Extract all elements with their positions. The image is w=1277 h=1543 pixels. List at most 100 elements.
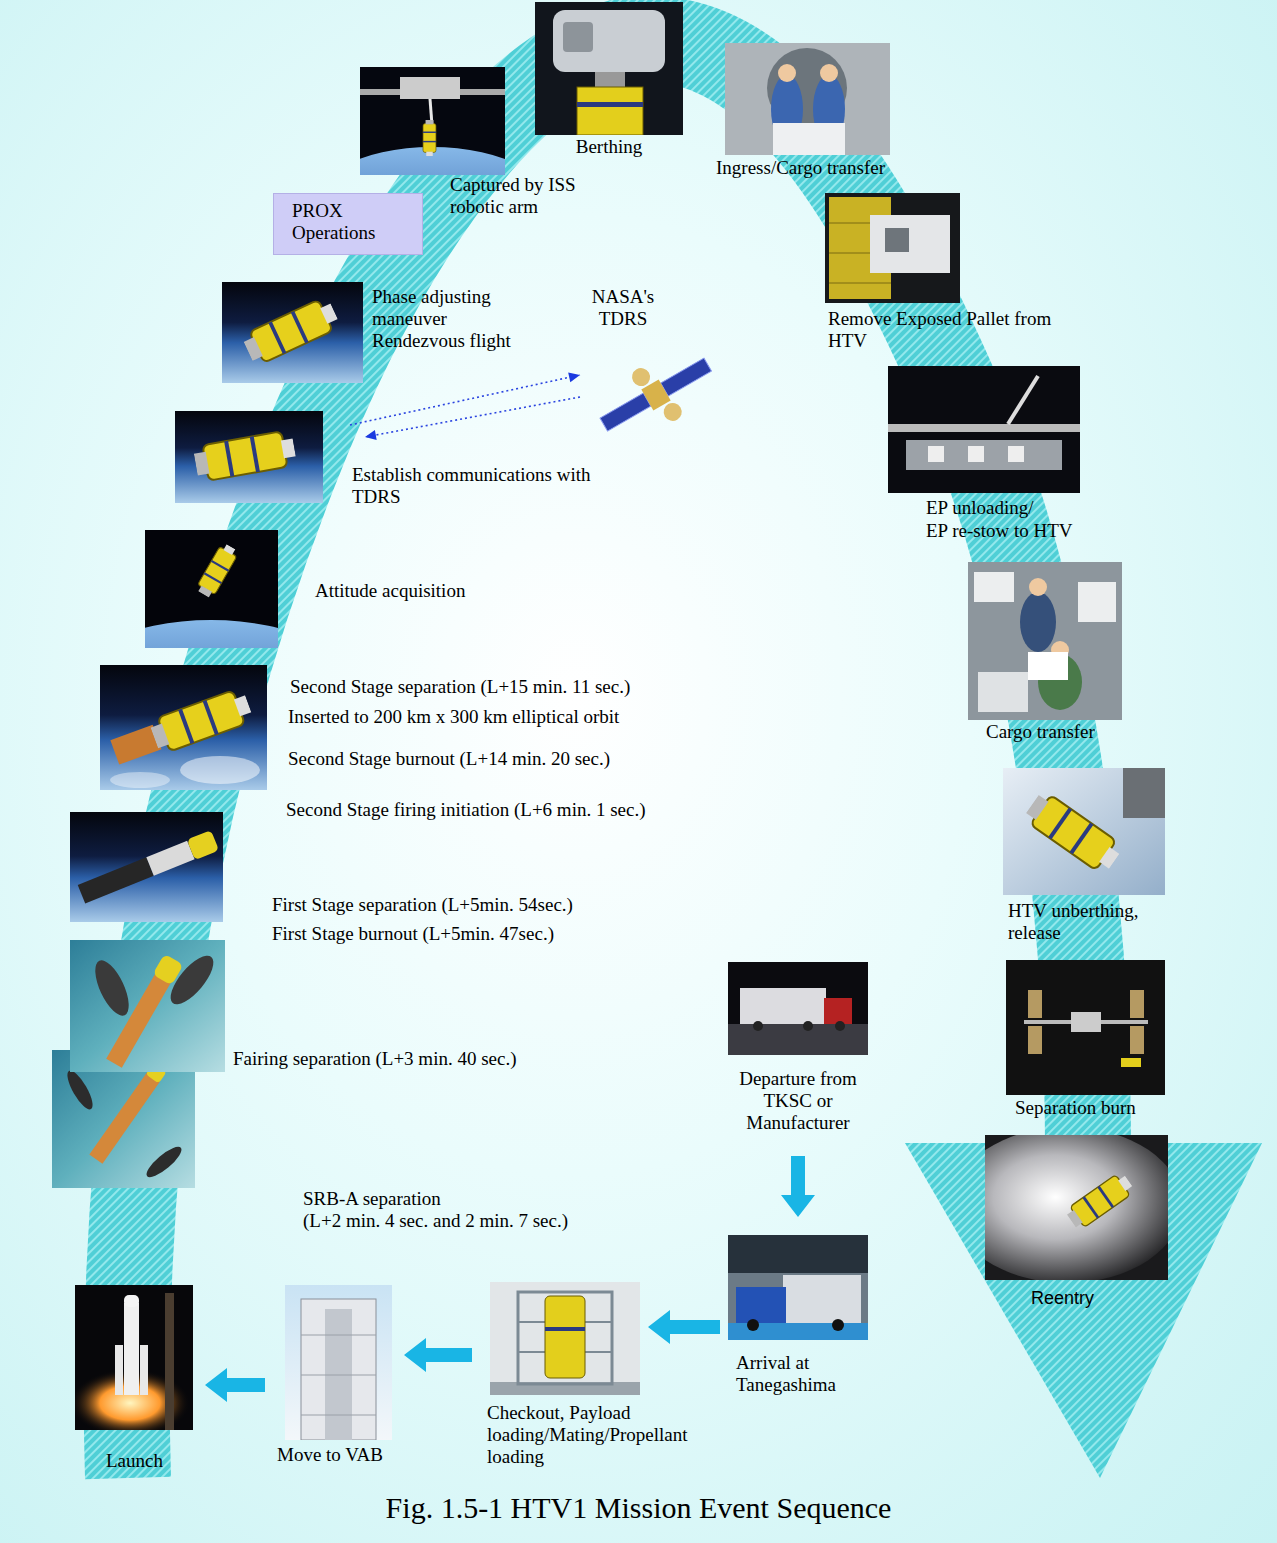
- illustration-part: [563, 22, 593, 52]
- illustration-part: [1078, 582, 1116, 622]
- photo: [1006, 960, 1165, 1095]
- illustration-part: [100, 665, 267, 790]
- photo-frame: Arrival at Tanegashima: [728, 1235, 868, 1340]
- illustration-part: [164, 949, 221, 1010]
- photo: [285, 1285, 392, 1440]
- illustration-part: [1028, 990, 1042, 1018]
- step-caption: Move to VAB: [277, 1444, 407, 1466]
- photo: [1003, 768, 1165, 895]
- illustration-part: [885, 228, 909, 252]
- illustration-part: [820, 64, 838, 82]
- photo-frame: NASA's TDRS: [592, 350, 720, 440]
- step-caption: Separation burn: [1015, 1097, 1175, 1119]
- illustration-part: [1071, 1012, 1101, 1032]
- illustration-part: [180, 756, 260, 784]
- illustration-part: [577, 102, 643, 107]
- illustration-part: [1130, 990, 1144, 1018]
- photo: [222, 282, 363, 383]
- illustration-part: [1008, 446, 1024, 462]
- illustration-part: [778, 64, 796, 82]
- illustration-part: [825, 193, 960, 303]
- illustration-part: [1020, 592, 1056, 652]
- photo-frame: Attitude acquisition: [145, 530, 278, 648]
- illustration-part: [783, 1275, 861, 1323]
- illustration-part: [660, 400, 685, 425]
- photo-frame: SRB-A separation(L+2 min. 4 sec. and 2 m…: [52, 1050, 195, 1188]
- step-caption: Arrival at Tanegashima: [736, 1352, 866, 1396]
- illustration-part: [124, 1303, 139, 1395]
- illustration-part: [577, 87, 643, 135]
- illustration-part: [1064, 1171, 1136, 1232]
- block-arrow: [648, 1310, 720, 1344]
- step-caption: Captured by ISS robotic arm: [450, 174, 600, 218]
- illustration-part: [747, 1319, 759, 1331]
- block-arrow: [781, 1156, 815, 1217]
- illustration-part: [77, 830, 219, 904]
- illustration-part: [728, 1235, 868, 1273]
- photo: [728, 962, 868, 1055]
- illustration-part: [728, 1235, 868, 1340]
- photo: [825, 193, 960, 303]
- photo-frame: Cargo transfer: [968, 562, 1122, 720]
- flow-arrow: [648, 1310, 720, 1344]
- illustration-part: [832, 1319, 844, 1331]
- illustration-part: [906, 440, 1062, 470]
- flow-arrow: [781, 1156, 815, 1217]
- photo-frame: Establish communications with TDRS: [175, 411, 323, 503]
- step-caption: Departure from TKSC or Manufacturer: [733, 1068, 863, 1134]
- illustration-part: [1123, 768, 1165, 818]
- flow-arrow: [404, 1338, 472, 1372]
- illustration-part: [553, 10, 665, 72]
- illustration-part: [835, 1021, 845, 1031]
- illustration-part: [1028, 652, 1068, 680]
- step-caption: (L+2 min. 4 sec. and 2 min. 7 sec.): [303, 1210, 633, 1232]
- illustration-part: [753, 1021, 763, 1031]
- illustration-part: [148, 687, 254, 755]
- illustration-part: [773, 123, 845, 155]
- photo-frame: Phase adjusting maneuverRendezvous fligh…: [222, 282, 363, 383]
- block-arrow: [205, 1368, 265, 1402]
- step-caption: First Stage burnout (L+5min. 47sec.): [272, 923, 652, 945]
- illustration-part: [595, 72, 625, 87]
- arrow-head: [365, 430, 377, 440]
- photo: [175, 411, 323, 503]
- step-caption: Ingress/Cargo transfer: [716, 157, 926, 179]
- illustration-part: [952, 1127, 1182, 1283]
- step-caption: Reentry: [1031, 1287, 1151, 1309]
- step-caption: First Stage separation (L+5min. 54sec.): [272, 894, 652, 916]
- step-caption: EP re-stow to HTV: [926, 520, 1106, 542]
- illustration-part: [545, 1327, 585, 1331]
- illustration-part: [301, 1299, 376, 1440]
- step-caption: Berthing: [535, 136, 683, 158]
- photo-frame: Ingress/Cargo transfer: [725, 43, 890, 155]
- step-caption: EP unloading/: [926, 497, 1106, 519]
- illustration-part: [89, 1073, 159, 1164]
- photo-frame: Reentry: [985, 1135, 1168, 1280]
- illustration-part: [728, 962, 868, 1055]
- illustration-part: [740, 988, 826, 1024]
- illustration-part: [115, 1345, 123, 1395]
- photo: [728, 1235, 868, 1340]
- illustration-part: [725, 43, 890, 155]
- illustration-part: [518, 1292, 612, 1384]
- illustration-part: [1028, 1026, 1042, 1054]
- illustration-part: [600, 393, 651, 431]
- illustration-part: [165, 1293, 174, 1430]
- illustration-part: [588, 337, 724, 452]
- photo-frame: Launch: [75, 1285, 193, 1430]
- illustration-part: [736, 1287, 786, 1323]
- illustration-part: [545, 1296, 585, 1378]
- illustration-part: [110, 772, 170, 788]
- photo: [70, 940, 225, 1072]
- illustration-part: [146, 841, 194, 876]
- step-caption: Second Stage separation (L+15 min. 11 se…: [290, 676, 710, 698]
- step-caption: Remove Exposed Pallet from HTV: [828, 308, 1093, 352]
- illustration-part: [974, 572, 1014, 602]
- step-caption: SRB-A separation: [303, 1188, 523, 1210]
- photo-frame: First Stage separation (L+5min. 54sec.)F…: [70, 812, 223, 922]
- illustration-part: [109, 687, 255, 769]
- photo: [61, 530, 361, 770]
- illustration-part: [490, 1282, 640, 1395]
- photo-frame: Checkout, Payload loading/Mating/Propell…: [490, 1282, 640, 1395]
